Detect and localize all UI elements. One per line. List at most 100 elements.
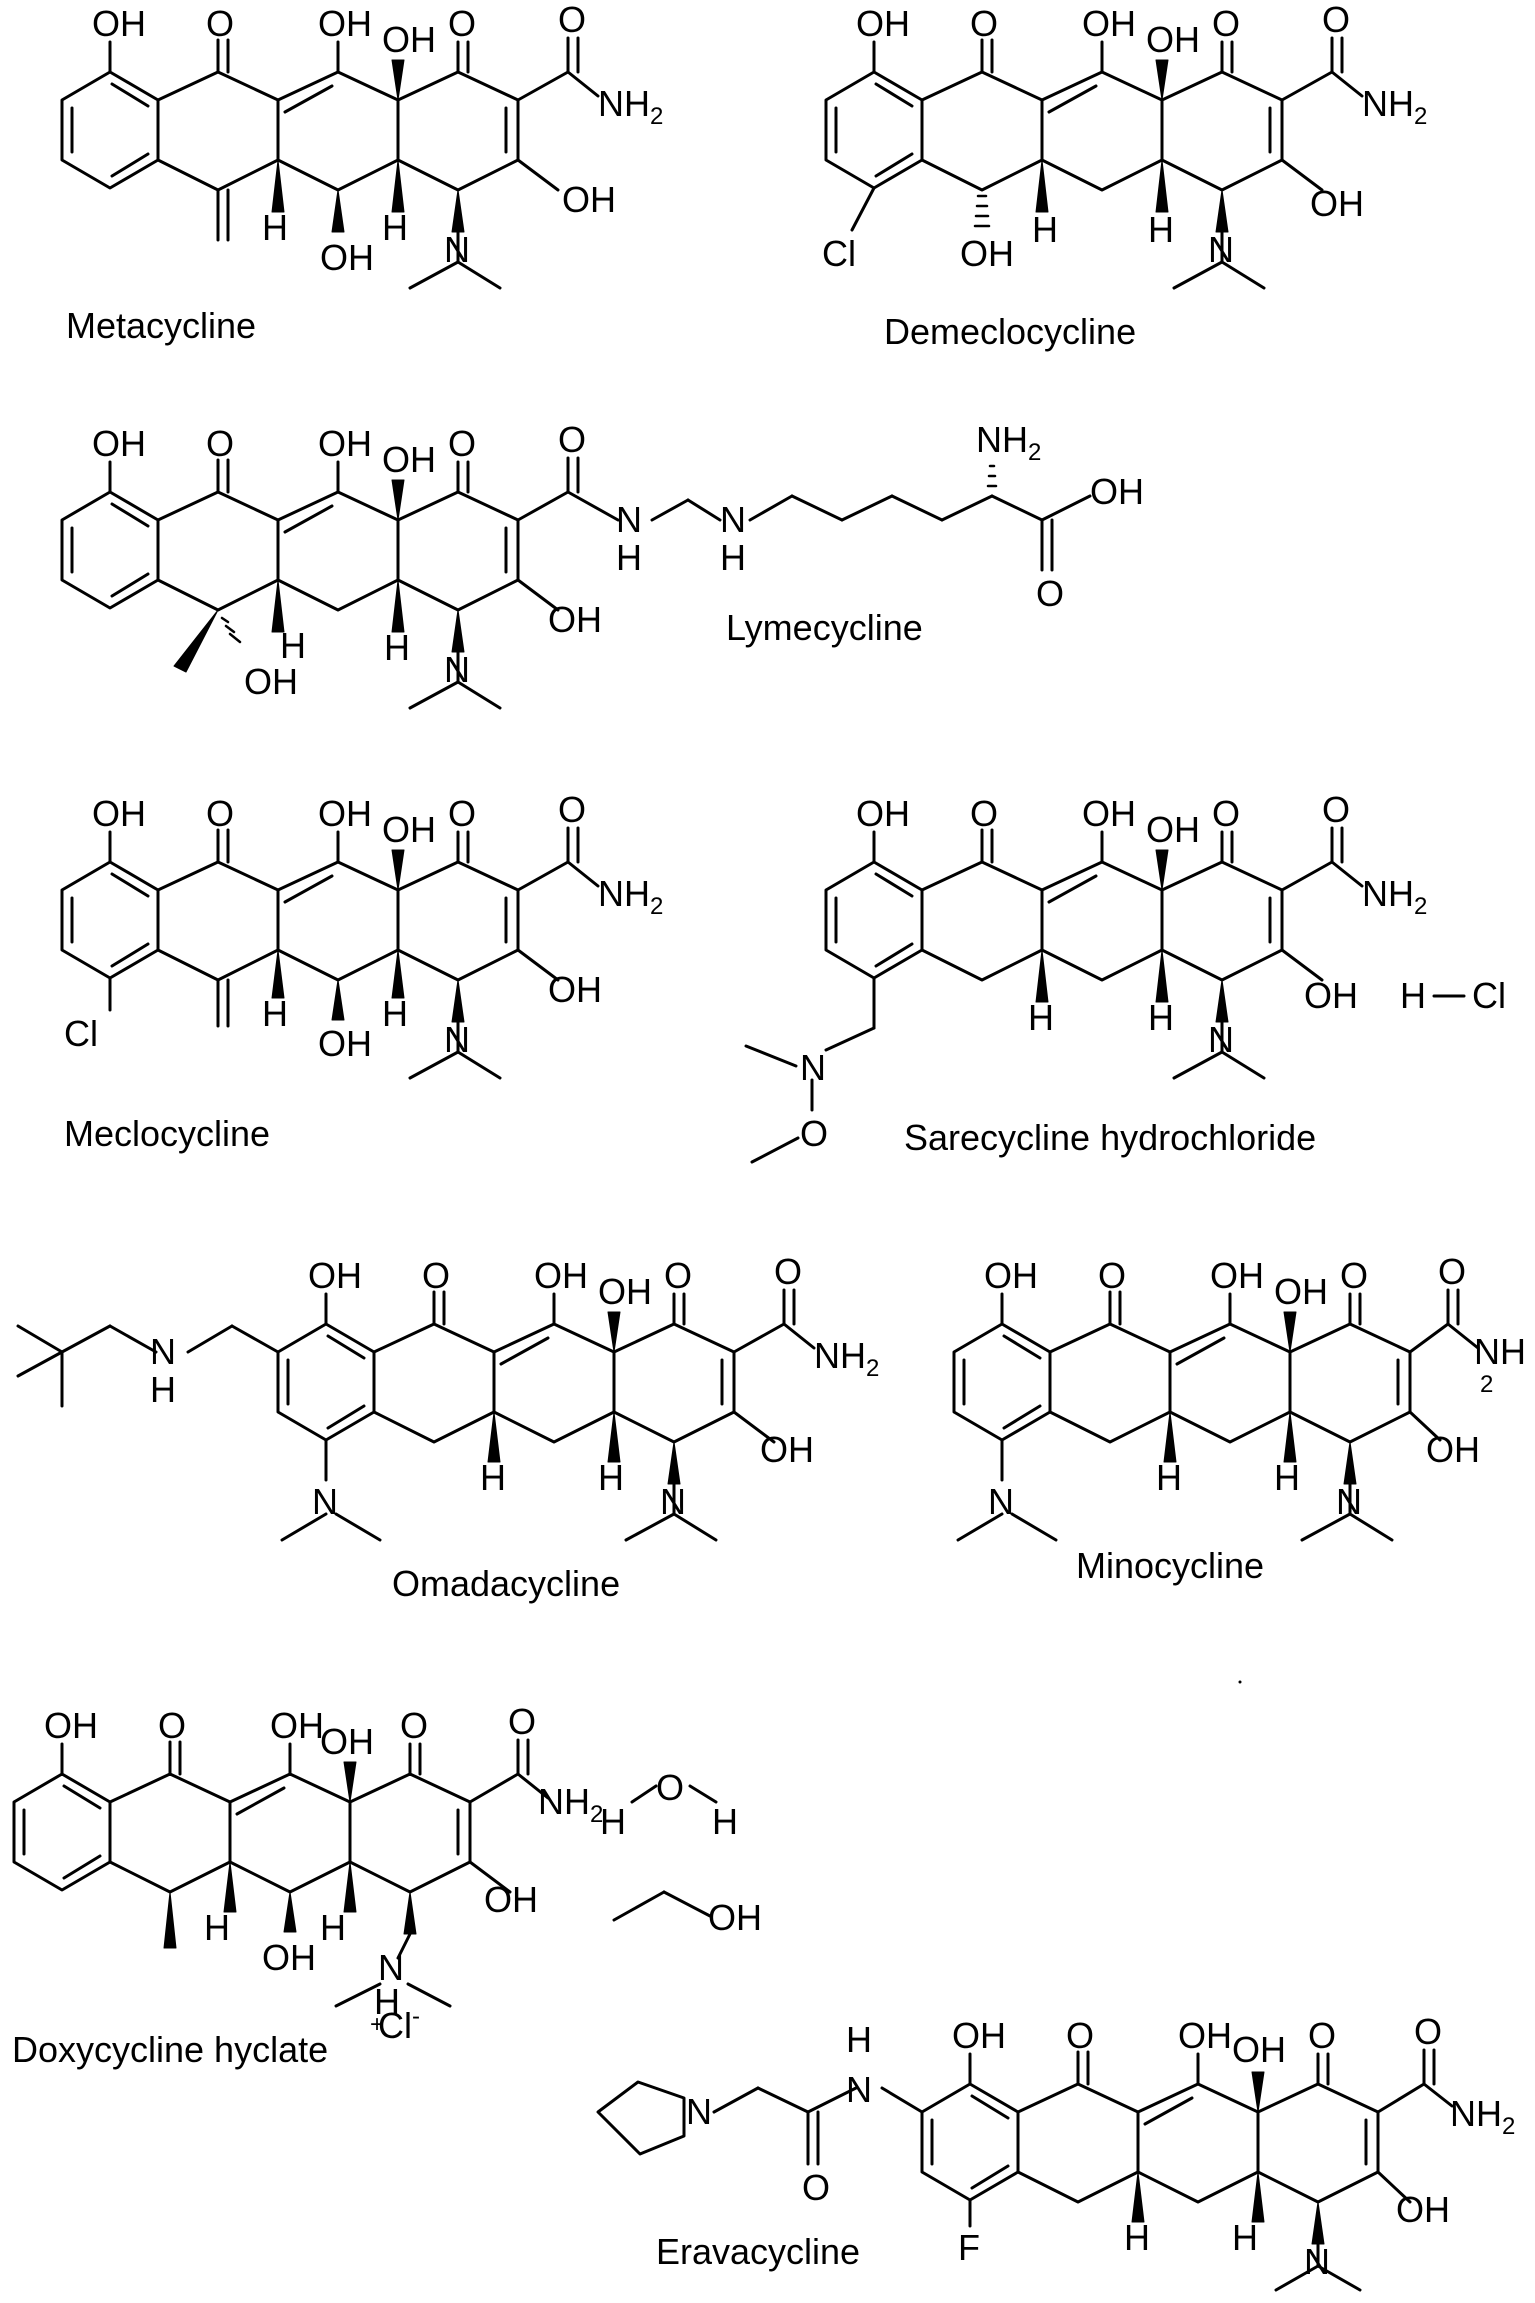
atom-oh: OH <box>382 439 436 480</box>
atom-oh: OH <box>320 1721 374 1762</box>
atom-oh: OH <box>1304 975 1358 1016</box>
atom-oh: OH <box>382 19 436 60</box>
atom-oh: OH <box>952 2015 1006 2056</box>
atom-o: O <box>1322 789 1350 830</box>
atom-o: O <box>448 793 476 834</box>
atom-o: O <box>206 3 234 44</box>
atom-o: O <box>508 1701 536 1742</box>
ring-d <box>1256 2082 1380 2204</box>
atom-oh: OH <box>270 1705 324 1746</box>
atom-h: H <box>384 627 410 668</box>
atom-h: H <box>1274 1457 1300 1498</box>
ring-d <box>1160 860 1284 982</box>
compound-name-doxycycline-hyclate: Doxycycline hyclate <box>12 2029 328 2070</box>
atom-plus: + <box>370 2011 384 2038</box>
atom-oh: OH <box>318 423 372 464</box>
atom-nh-2: NH <box>1474 1331 1526 1372</box>
atom-n: N <box>150 1331 176 1372</box>
ring-d <box>396 70 520 192</box>
ring-d <box>1160 70 1284 192</box>
atom-n: N <box>444 229 470 270</box>
atom-oh: OH <box>92 423 146 464</box>
atom-oh: OH <box>308 1255 362 1296</box>
atom-nh2: NH2 <box>1362 83 1427 130</box>
atom-o: O <box>1322 0 1350 40</box>
atom-n: N <box>444 649 470 690</box>
atom-oh: OH <box>1310 183 1364 224</box>
atom-h: H <box>1156 1457 1182 1498</box>
atom-oh: OH <box>1090 471 1144 512</box>
ring-d <box>396 860 520 982</box>
ring-a <box>824 860 924 980</box>
atom-n: N <box>1304 2241 1330 2282</box>
atom-oh: OH <box>320 237 374 278</box>
atom-oh: OH <box>1210 1255 1264 1296</box>
structure-doxycycline-hyclate: OH O OH OH O O NH2 H O H OH OH H OH H N … <box>12 1701 762 2070</box>
atom-oh: OH <box>92 3 146 44</box>
ring-d <box>396 490 520 612</box>
ring-a <box>276 1322 376 1442</box>
atom-o: O <box>1414 2011 1442 2052</box>
atom-oh: OH <box>1146 19 1200 60</box>
atom-oh: OH <box>1396 2189 1450 2230</box>
ring-b <box>156 860 280 982</box>
atom-n: N <box>1336 1481 1362 1522</box>
ring-c <box>1168 1322 1292 1444</box>
ring-b <box>156 70 280 192</box>
atom-n: N <box>846 2069 872 2110</box>
structure-eravacycline: H N N O OH O OH OH O O NH2 OH F H H N Er… <box>596 2011 1515 2292</box>
atom-oh: OH <box>1426 1429 1480 1470</box>
ring-a <box>12 1772 112 1892</box>
atom-h: H <box>150 1369 176 1410</box>
atom-o: O <box>422 1255 450 1296</box>
atom-o: O <box>1212 3 1240 44</box>
compound-name-sarecycline-hydrochloride: Sarecycline hydrochloride <box>904 1117 1316 1158</box>
atom-n: N <box>660 1481 686 1522</box>
structure-meclocycline: OH O OH OH O O NH2 OH Cl H OH H N Mecloc… <box>60 789 663 1154</box>
atom-f: F <box>958 2227 980 2268</box>
atom-o: O <box>558 0 586 40</box>
structure-demeclocycline: OH O OH OH O O NH2 OH Cl OH H H N Demecl… <box>822 0 1427 352</box>
atom-h: H <box>1028 997 1054 1038</box>
compound-name-eravacycline: Eravacycline <box>656 2231 860 2272</box>
atom-h: H <box>720 537 746 578</box>
atom-h: H <box>1148 997 1174 1038</box>
atom-o: O <box>970 793 998 834</box>
atom-o: O <box>802 2167 830 2208</box>
atom-o: O <box>206 793 234 834</box>
atom-nh2: NH2 <box>598 873 663 920</box>
ring-d <box>348 1772 472 1894</box>
ring-b <box>156 490 280 612</box>
atom-h: H <box>1232 2217 1258 2258</box>
atom-h: H <box>262 207 288 248</box>
atom-oh: OH <box>1082 793 1136 834</box>
compound-name-meclocycline: Meclocycline <box>64 1113 270 1154</box>
ring-a <box>60 70 160 190</box>
atom-cl: Cl <box>64 1013 98 1054</box>
atom-nh2: NH2 <box>1450 2093 1515 2140</box>
atom-h: H <box>280 625 306 666</box>
atom-o: O <box>774 1251 802 1292</box>
atom-oh: OH <box>262 1937 316 1978</box>
atom-oh: OH <box>1082 3 1136 44</box>
atom-oh: OH <box>548 969 602 1010</box>
atom-o: O <box>800 1113 828 1154</box>
atom-cl-minus: Cl- <box>378 2003 420 2046</box>
atom-o: O <box>558 789 586 830</box>
ring-a <box>60 860 160 980</box>
atom-hcl-h: H <box>1400 975 1426 1016</box>
atom-oh: OH <box>44 1705 98 1746</box>
structure-metacycline: OH O OH OH O O NH2 OH H OH H N Metacycli… <box>60 0 663 346</box>
atom-nh2: NH2 <box>598 83 663 130</box>
ring-b <box>1048 1322 1172 1444</box>
atom-h: H <box>204 1907 230 1948</box>
atom-oh: OH <box>1178 2015 1232 2056</box>
ring-a <box>920 2082 1020 2202</box>
atom-oh: OH <box>856 3 910 44</box>
atom-nh2: NH2 <box>1362 873 1427 920</box>
ring-a <box>824 70 924 190</box>
ring-b <box>108 1772 232 1894</box>
structure-omadacycline: N H OH O OH OH O O NH2 OH N H H N Omadac… <box>16 1251 879 1604</box>
atom-h: H <box>600 1801 626 1842</box>
atom-n: N <box>616 499 642 540</box>
